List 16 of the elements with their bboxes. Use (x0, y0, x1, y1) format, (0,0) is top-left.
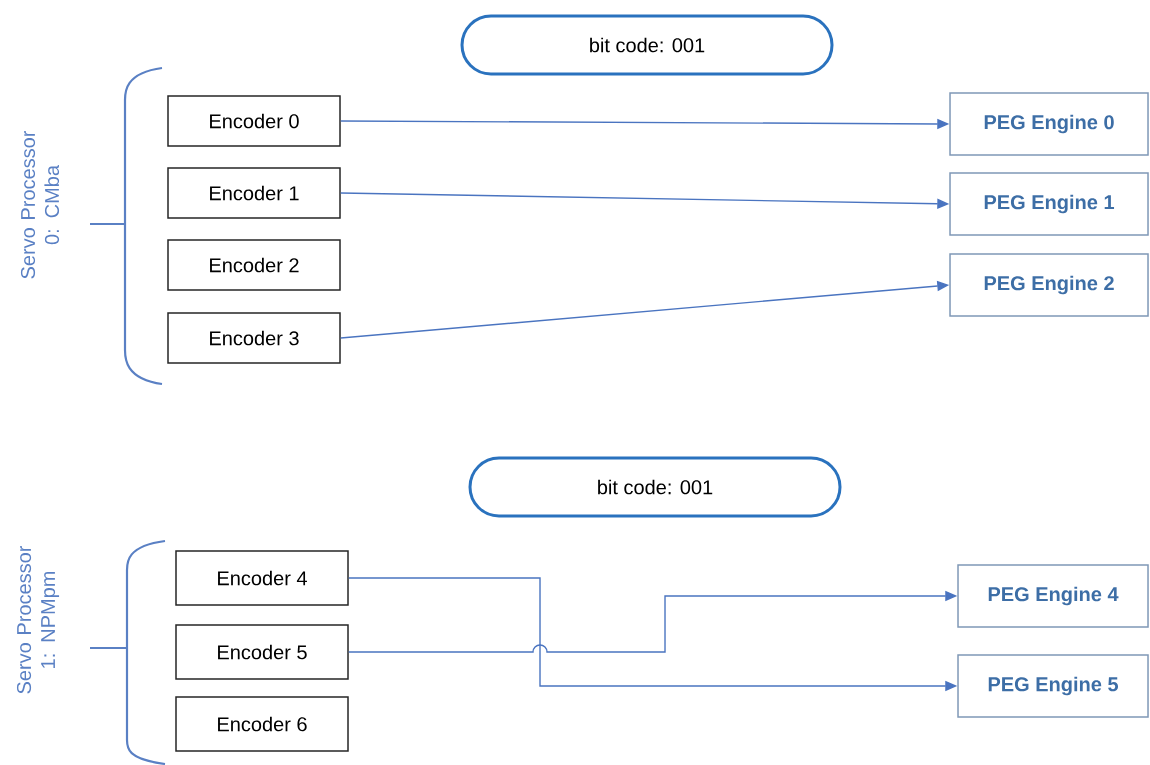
engine-box: PEG Engine 4 (957, 564, 1149, 628)
encoder-box: Encoder 3 (167, 312, 341, 364)
bit-code-pill: bit code: 001 (468, 456, 842, 518)
group-label: Servo Processor 0: CMba (20, 130, 60, 279)
group-label: Servo Processor 1: NPMpm (16, 545, 60, 694)
engine-box: PEG Engine 0 (949, 92, 1149, 156)
encoder-box: Encoder 4 (175, 550, 349, 606)
engine-box: PEG Engine 1 (949, 172, 1149, 236)
engine-box: PEG Engine 2 (949, 253, 1149, 317)
encoder-box: Encoder 2 (167, 239, 341, 291)
encoder-box: Encoder 0 (167, 95, 341, 147)
encoder-box: Encoder 5 (175, 624, 349, 680)
engine-box: PEG Engine 5 (957, 654, 1149, 718)
encoder-box: Encoder 1 (167, 167, 341, 219)
encoder-box: Encoder 6 (175, 696, 349, 752)
bit-code-pill: bit code: 001 (460, 14, 834, 76)
